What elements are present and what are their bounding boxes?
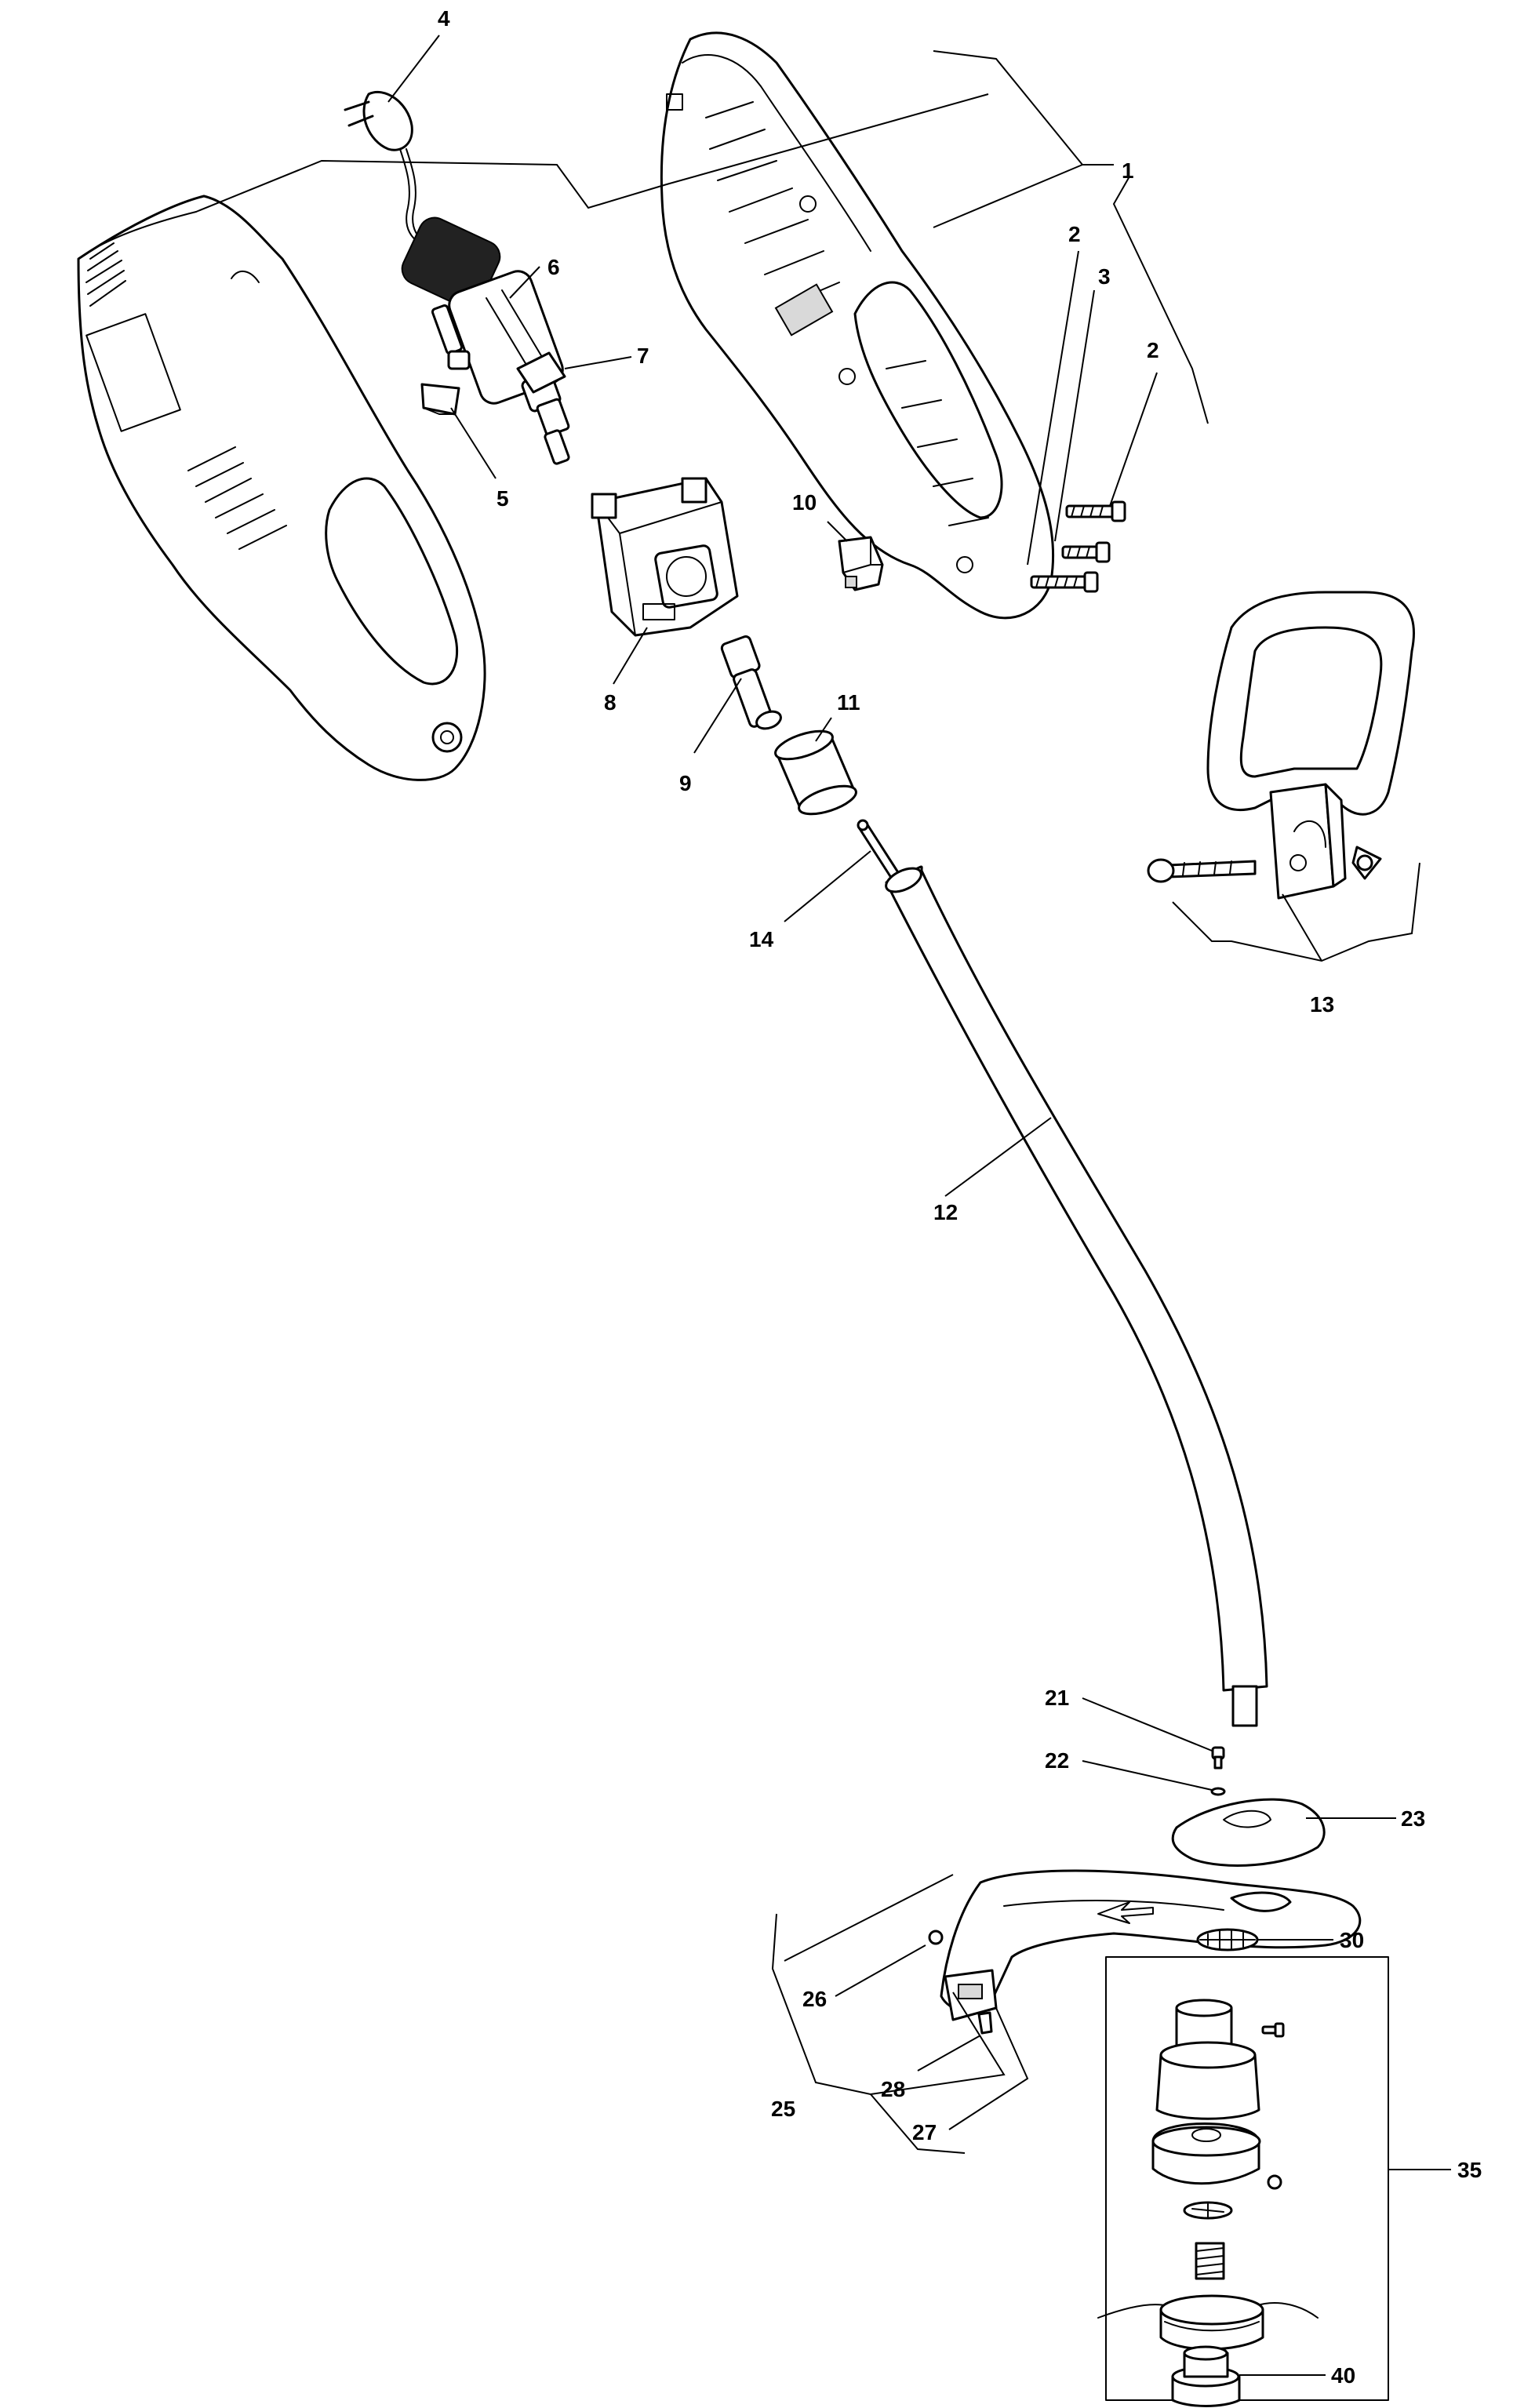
spool-kit-box: [1105, 1956, 1389, 2401]
left-housing-half: [77, 195, 486, 781]
callout-2-right: 2: [1147, 338, 1159, 362]
callout-4: 4: [438, 6, 450, 31]
armature: [401, 216, 570, 465]
screw-2-upper: [1065, 500, 1126, 522]
callout-35: 35: [1457, 2158, 1482, 2182]
callout-2-upper: 2: [1068, 222, 1081, 246]
stator: [591, 477, 739, 637]
guard-plate: [1171, 1798, 1326, 1867]
callout-21: 21: [1045, 1686, 1069, 1710]
housing-screws: [1030, 500, 1126, 593]
callout-9: 9: [679, 771, 692, 795]
vent-slots: [85, 242, 287, 550]
callout-27: 27: [912, 2120, 937, 2144]
callout-5: 5: [497, 486, 509, 511]
spool-head-parts: [1097, 1999, 1319, 2351]
auxiliary-handle: [1147, 591, 1415, 900]
callout-labels: 1 2 3 2 4 5 6 7 8 9 10 11 12 13 14 21 22…: [438, 6, 1482, 2388]
callout-30: 30: [1340, 1928, 1364, 1952]
callout-11: 11: [837, 690, 860, 715]
callout-14: 14: [749, 927, 774, 951]
switch: [838, 536, 884, 591]
callout-1: 1: [1122, 158, 1134, 183]
right-housing-half: [660, 31, 1055, 620]
sleeve: [774, 729, 857, 816]
guard-screw: [1211, 1746, 1225, 1770]
callout-28: 28: [881, 2077, 905, 2101]
carbon-brush: [420, 383, 460, 416]
callout-12: 12: [933, 1200, 958, 1224]
callout-10: 10: [792, 490, 817, 515]
screw-3: [1061, 541, 1111, 563]
drive-shaft: [857, 819, 904, 884]
coupling: [720, 635, 782, 730]
drive-tube: [885, 865, 1268, 1727]
spool-knob: [1171, 2345, 1241, 2407]
callout-13: 13: [1310, 992, 1334, 1017]
callout-6: 6: [547, 255, 560, 279]
callout-7: 7: [637, 344, 649, 368]
callout-8: 8: [604, 690, 617, 715]
hose-clamp: [1196, 1928, 1259, 1951]
callout-26: 26: [802, 1987, 827, 2011]
plug-cable: [344, 90, 427, 244]
callout-25: 25: [771, 2097, 795, 2121]
callout-23: 23: [1401, 1806, 1425, 1831]
leader-lines: [195, 35, 1451, 2376]
callout-40: 40: [1331, 2363, 1355, 2388]
screw-2-lower: [1030, 571, 1099, 593]
callout-3: 3: [1098, 264, 1111, 289]
internal-ribs: [705, 101, 989, 573]
guard-washer: [1210, 1787, 1226, 1796]
callout-22: 22: [1045, 1748, 1069, 1773]
grass-guard: [928, 1869, 1362, 2035]
